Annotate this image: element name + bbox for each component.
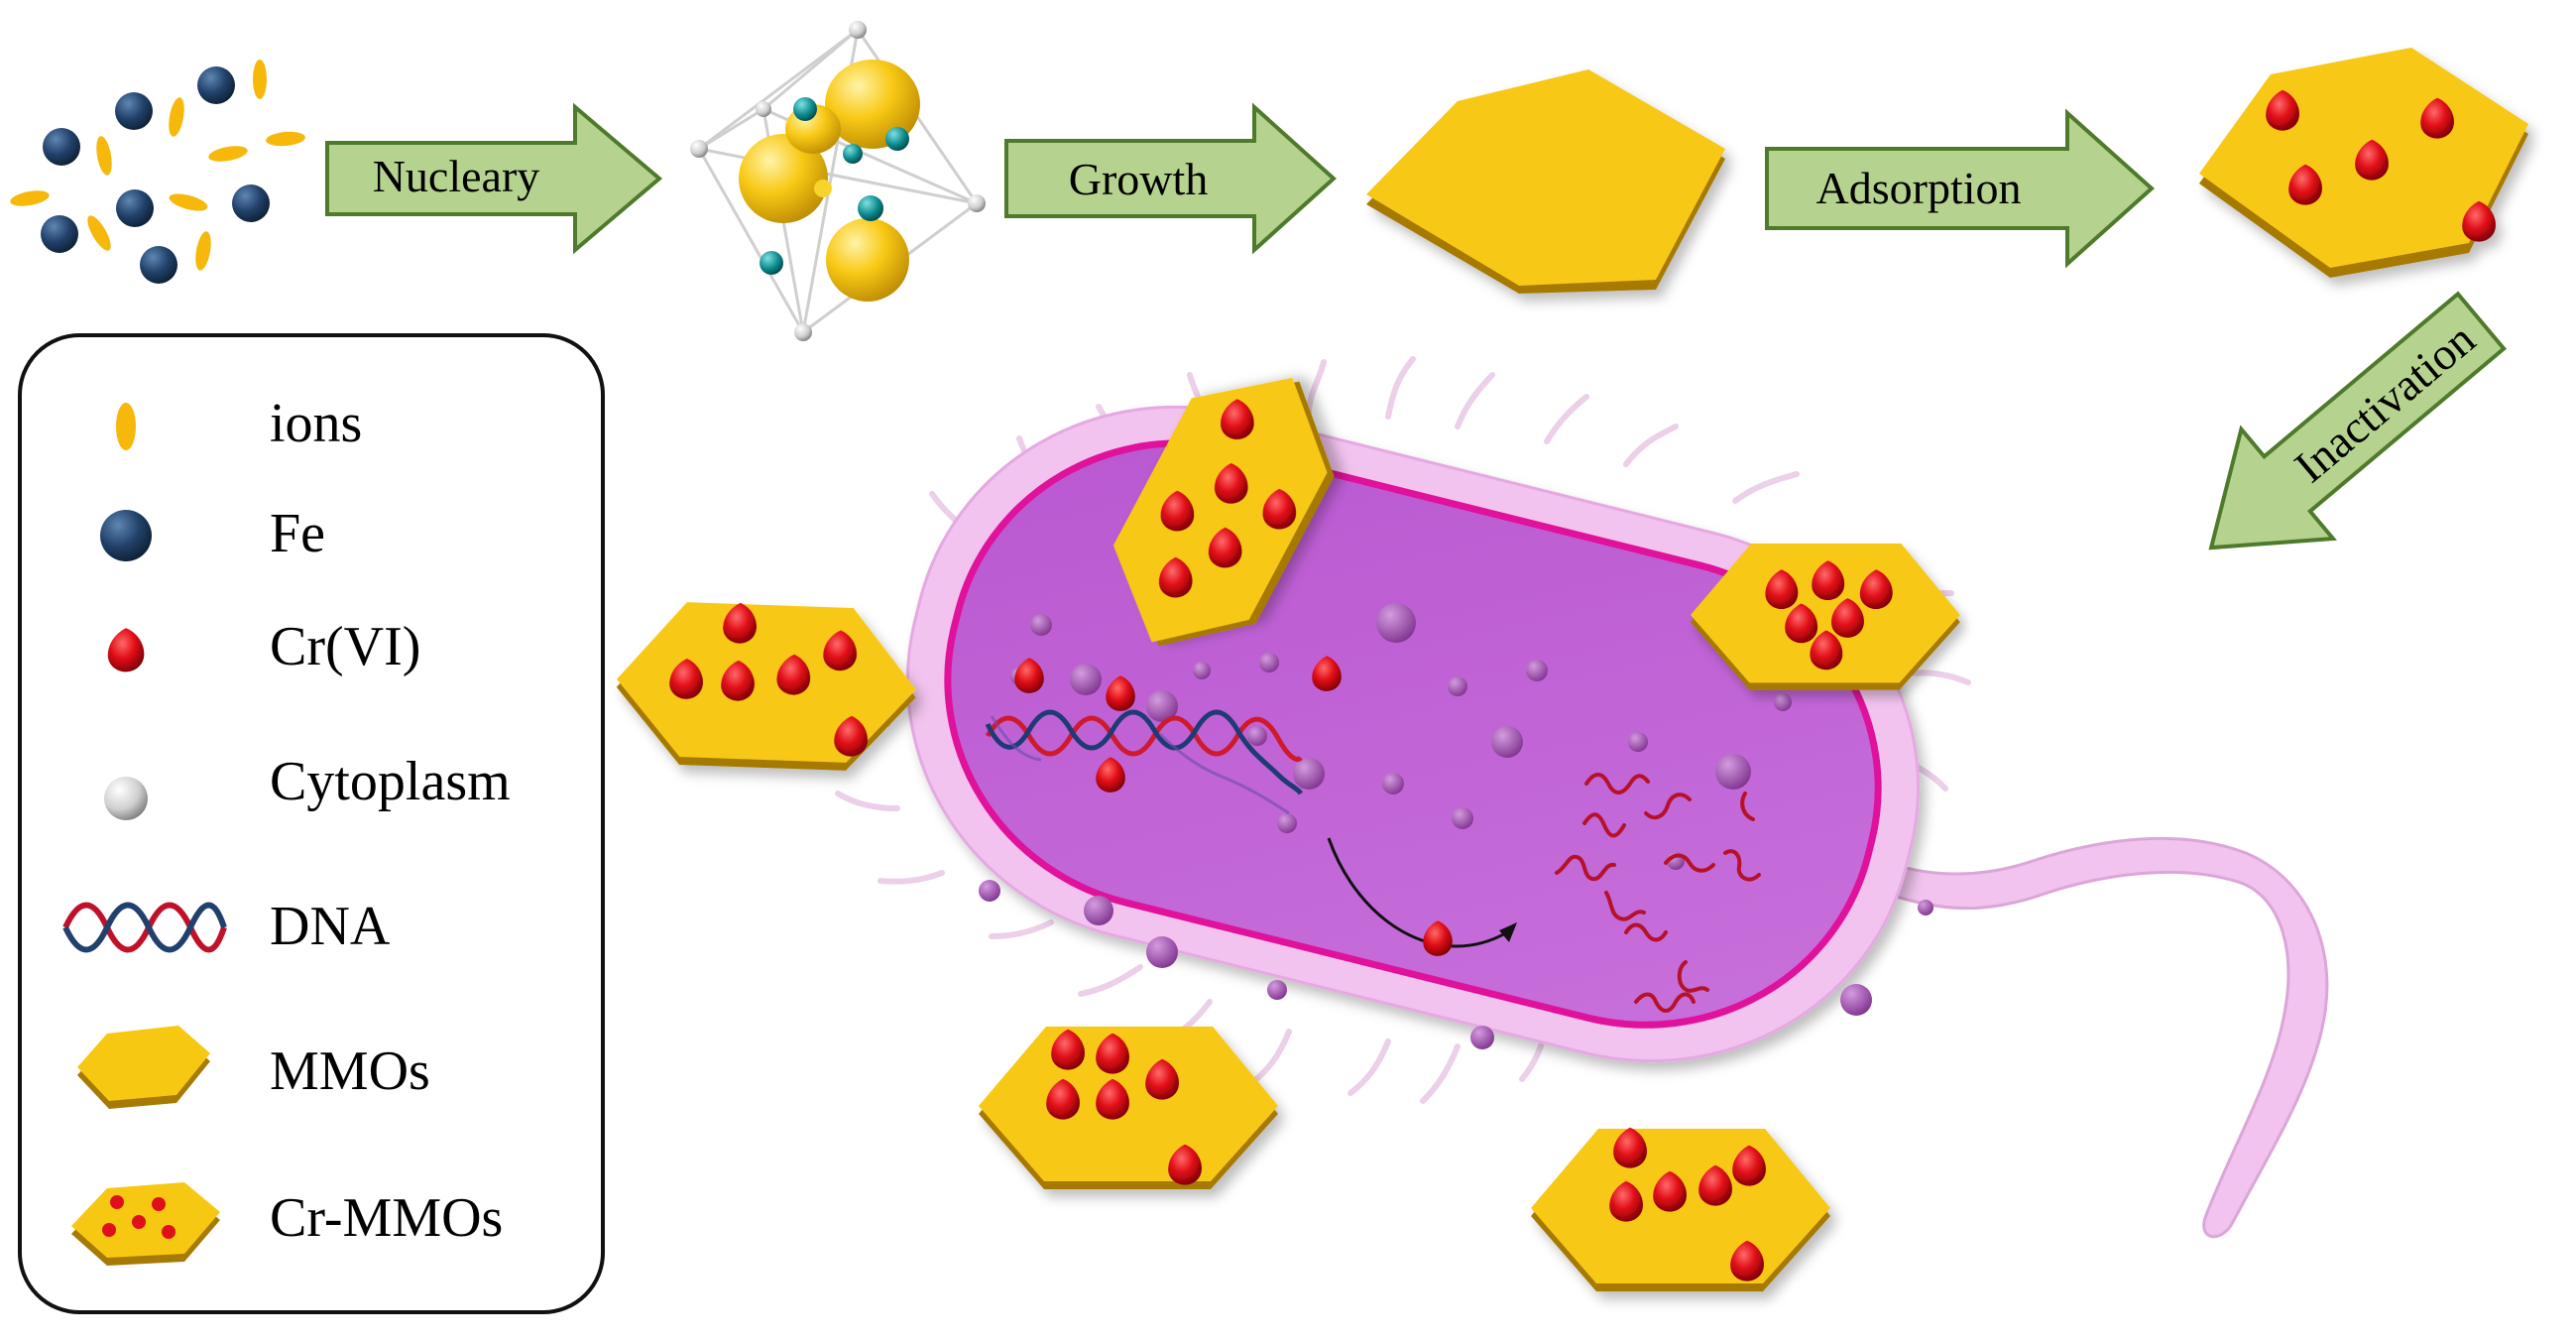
ion-icon <box>9 187 51 209</box>
cytoplasm-dot <box>1259 653 1279 672</box>
growth-arrow: Growth <box>1004 102 1337 255</box>
cytoplasm-dot <box>1376 603 1416 643</box>
dna-icon <box>62 902 227 953</box>
cytoplasm-dot <box>1193 662 1211 679</box>
cytoplasm-dot <box>1526 660 1548 681</box>
cytoplasm-dot <box>1070 664 1102 695</box>
mmo-plate <box>1366 69 1725 294</box>
legend-label: DNA <box>270 896 391 957</box>
cr-mmo-plate <box>2199 48 2528 278</box>
cytoplasm-dot <box>1146 936 1178 968</box>
cytoplasm-dot <box>1840 984 1872 1016</box>
nucleary-label: Nucleary <box>373 151 540 201</box>
legend-item-fe: Fe <box>100 503 325 564</box>
dna-fragments <box>1555 773 1761 1013</box>
adsorption-arrow: Adsorption <box>1765 108 2156 269</box>
cytoplasm-dot <box>1774 693 1792 711</box>
cytoplasm-dot <box>1452 807 1473 829</box>
cytoplasm-dot <box>1084 896 1113 925</box>
cytoplasm-dot <box>1491 726 1523 758</box>
fe-atom-icon <box>100 510 152 561</box>
legend-box: ions Fe Cr(VI) Cytoplasm DNA MMOs <box>18 333 605 1314</box>
crystal-nucleus-icon <box>690 21 986 341</box>
fe-atom-icon <box>41 215 78 253</box>
ion-icon <box>167 190 210 214</box>
legend-label: ions <box>270 393 362 454</box>
cytoplasm-dot <box>1030 614 1052 636</box>
inactivation-arrow: Inactivation <box>2208 291 2507 550</box>
ion-icon <box>265 130 306 148</box>
legend-item-cr-vi: Cr(VI) <box>107 616 420 677</box>
cr-mmo-plate <box>979 1027 1278 1189</box>
legend-item-cr-mmos: Cr-MMOs <box>71 1182 503 1266</box>
legend-item-ions: ions <box>116 393 362 454</box>
fe-atom-icon <box>140 246 177 284</box>
legend-label: Cytoplasm <box>270 751 511 812</box>
fe-atom-icon <box>115 92 153 130</box>
cytoplasm-dot <box>1267 980 1287 1000</box>
legend-label: MMOs <box>270 1040 430 1102</box>
cytoplasm-dots <box>979 603 1933 1049</box>
legend-label: Cr(VI) <box>270 616 420 677</box>
mmos-icon <box>77 1026 210 1109</box>
adsorption-label: Adsorption <box>1816 163 2022 213</box>
growth-label: Growth <box>1069 154 1209 204</box>
legend-item-mmos: MMOs <box>77 1026 430 1109</box>
cr-mmo-plate <box>614 599 919 774</box>
ion-icon <box>166 96 187 138</box>
dna-damage-arrowhead <box>1499 922 1517 942</box>
cytoplasm-dot <box>1247 726 1267 746</box>
inner-membrane <box>944 439 1882 1029</box>
ion-icon <box>207 143 249 165</box>
ion-icon <box>192 230 214 272</box>
cytoplasm-dot <box>1382 773 1404 794</box>
cytoplasm-dot <box>1715 754 1751 790</box>
cytoplasm-dot <box>1146 690 1178 722</box>
legend-label: Cr-MMOs <box>270 1187 503 1249</box>
ion-icon <box>116 403 136 450</box>
cytoplasm-dot <box>1448 676 1467 696</box>
fe-atom-icon <box>197 66 235 104</box>
cytoplasm-dot <box>1918 900 1933 916</box>
fe-atom-icon <box>232 184 270 222</box>
cytoplasm-dot <box>979 880 1000 902</box>
fe-atom-icon <box>43 128 80 166</box>
ion-icon <box>93 135 115 177</box>
legend-label: Fe <box>270 503 325 564</box>
precursor-cluster <box>9 60 306 284</box>
cr-mmos-icon <box>71 1182 220 1266</box>
flagellum <box>1882 836 2329 1239</box>
cytoplasm-dot <box>1628 732 1648 752</box>
dna-damage-arrow <box>1327 837 1508 948</box>
cr-mmo-plate <box>1531 1127 1830 1291</box>
cytoplasm-dot <box>1470 1026 1494 1049</box>
legend-item-cytoplasm: Cytoplasm <box>104 751 511 820</box>
ion-icon <box>253 60 267 99</box>
cytoplasm-dot <box>1277 813 1297 833</box>
fe-atom-icon <box>116 189 154 227</box>
inactivation-label: Inactivation <box>2285 313 2485 492</box>
ion-icon <box>82 212 116 254</box>
dna-helix <box>985 709 1304 815</box>
cytoplasm-icon <box>104 777 148 820</box>
cytoplasm-dot <box>1293 758 1325 790</box>
legend-item-dna: DNA <box>62 896 391 957</box>
nucleary-arrow: Nucleary <box>325 102 663 255</box>
